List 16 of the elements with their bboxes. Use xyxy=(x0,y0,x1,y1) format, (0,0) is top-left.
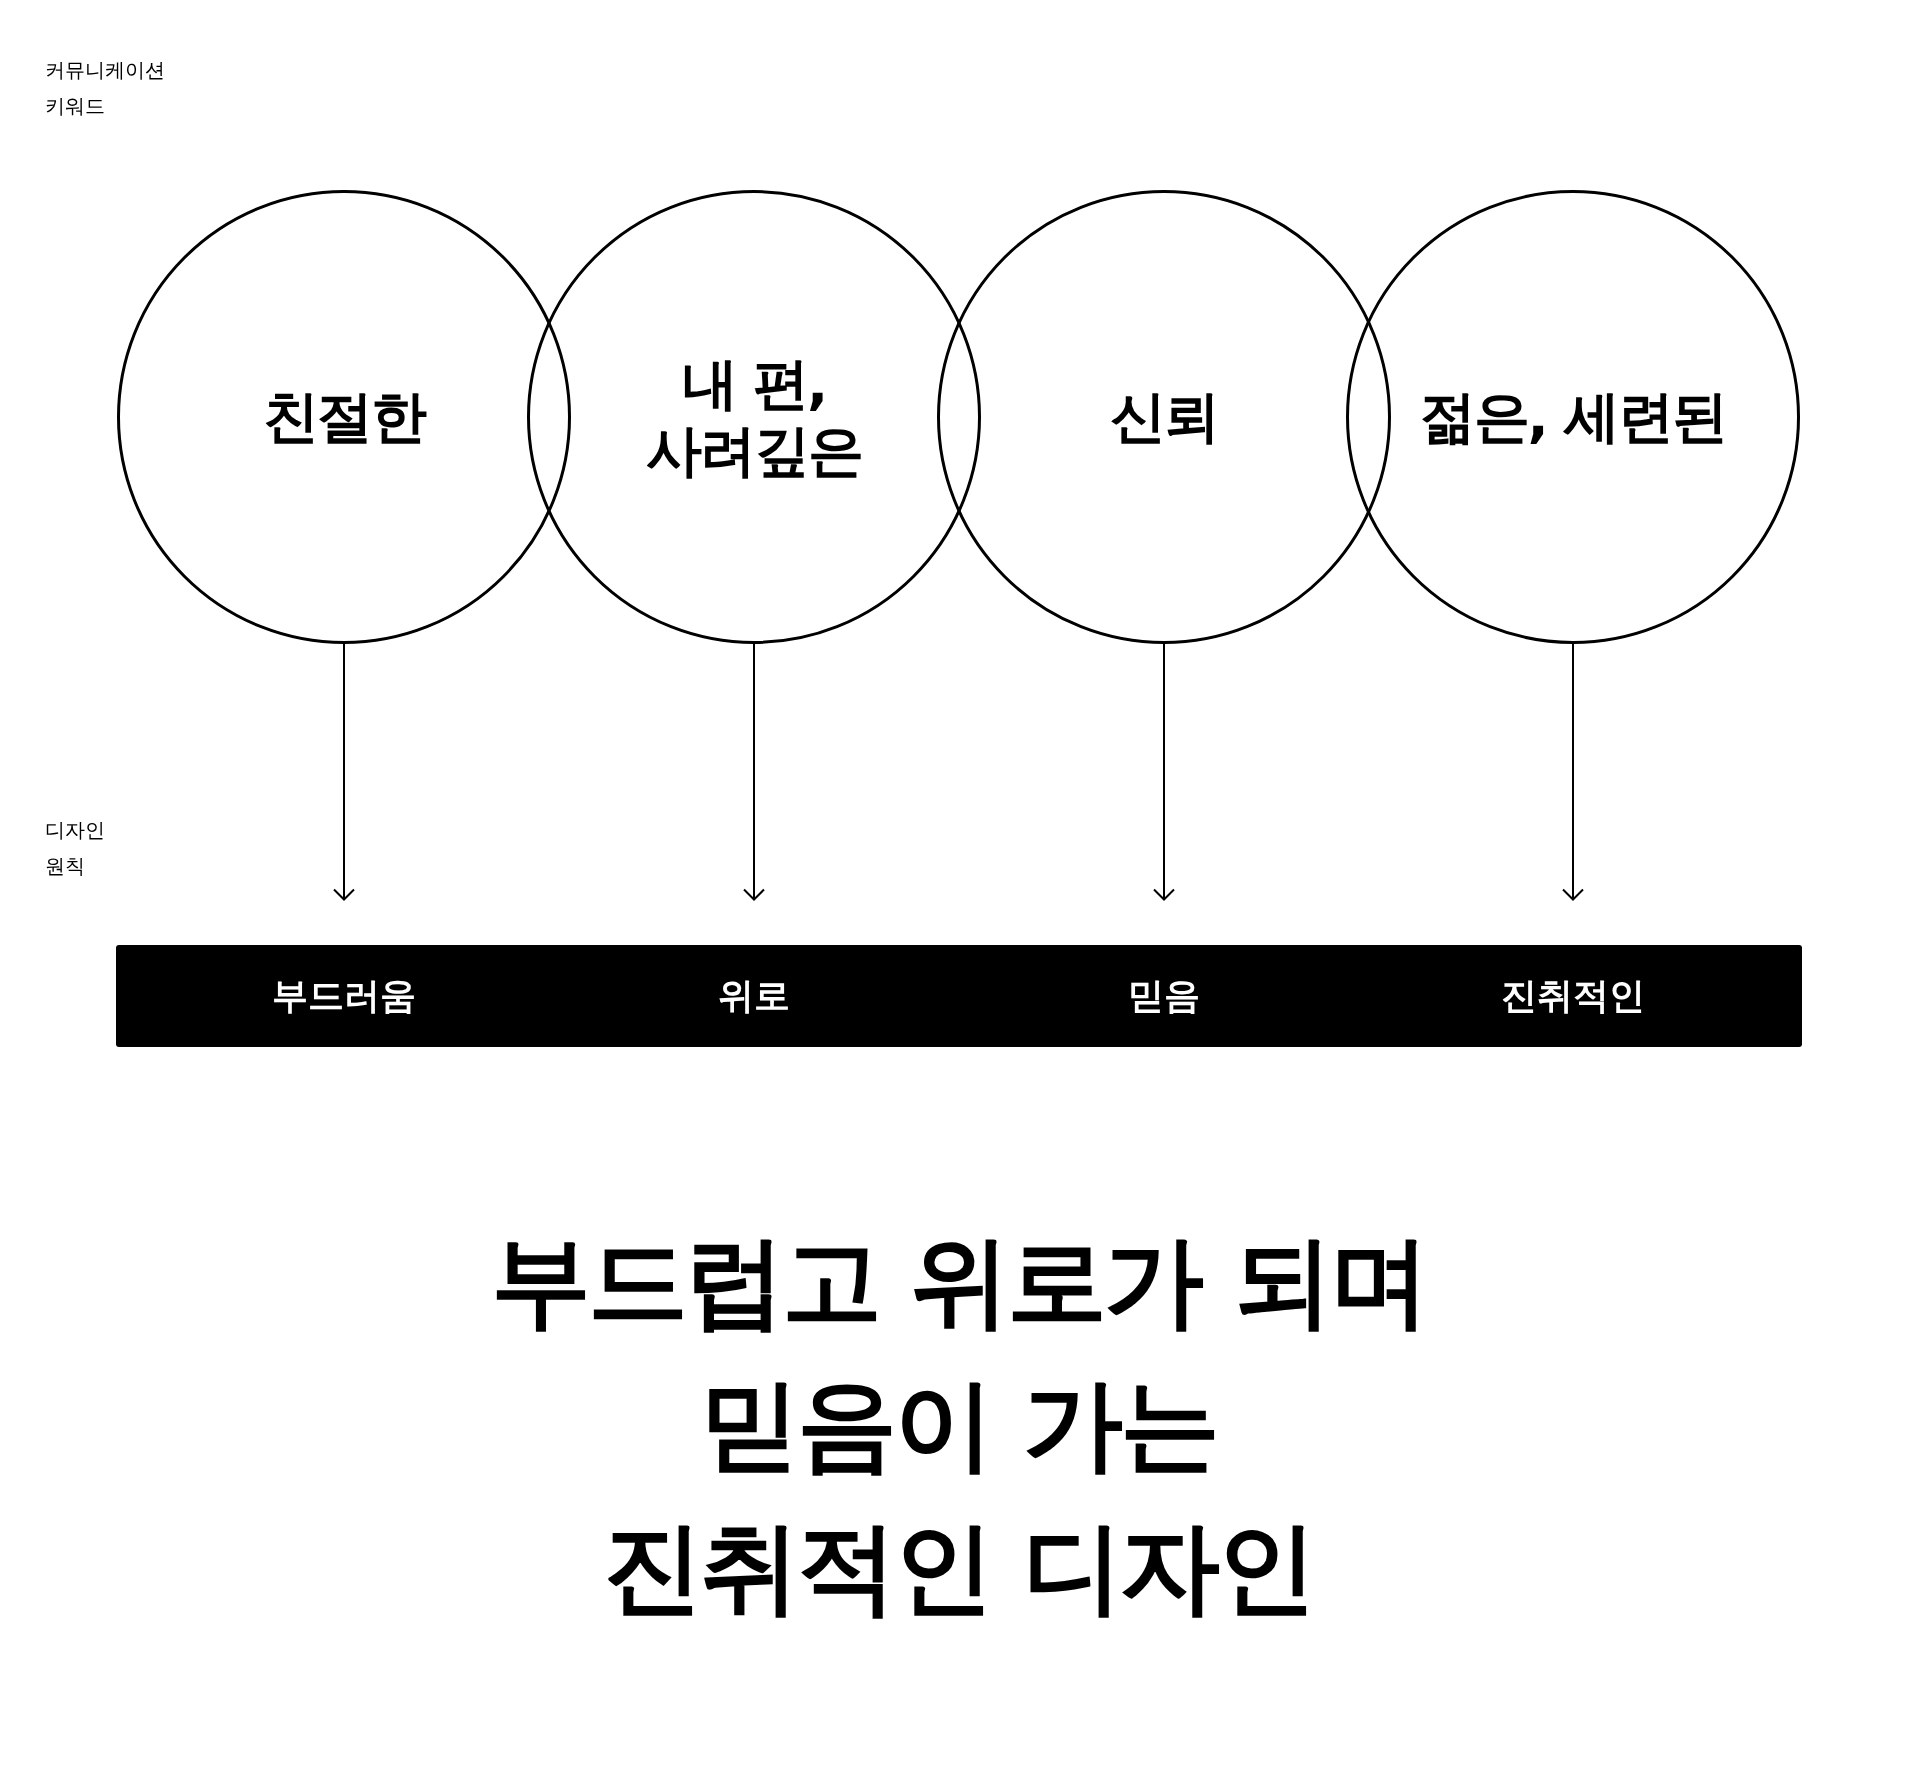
keyword-circle: 내 편, 사려깊은 xyxy=(527,190,981,644)
principle-label: 믿음 xyxy=(1128,971,1200,1021)
principle-label: 진취적인 xyxy=(1501,971,1645,1021)
principle-label: 위로 xyxy=(718,971,790,1021)
arrow xyxy=(1153,643,1175,901)
section-label: 디자인 원칙 xyxy=(45,817,105,880)
principle-label: 부드러움 xyxy=(272,971,416,1021)
keyword-circle: 젊은, 세련된 xyxy=(1346,190,1800,644)
arrow xyxy=(743,643,765,901)
principle-bar xyxy=(116,945,1802,1047)
arrow xyxy=(1562,643,1584,901)
keyword-circle: 신뢰 xyxy=(937,190,1391,644)
arrow xyxy=(333,643,355,901)
keyword-circle: 친절한 xyxy=(117,190,571,644)
section-label: 커뮤니케이션 키워드 xyxy=(45,57,165,120)
headline: 부드럽고 위로가 되며 믿음이 가는 진취적인 디자인 xyxy=(490,1222,1428,1628)
